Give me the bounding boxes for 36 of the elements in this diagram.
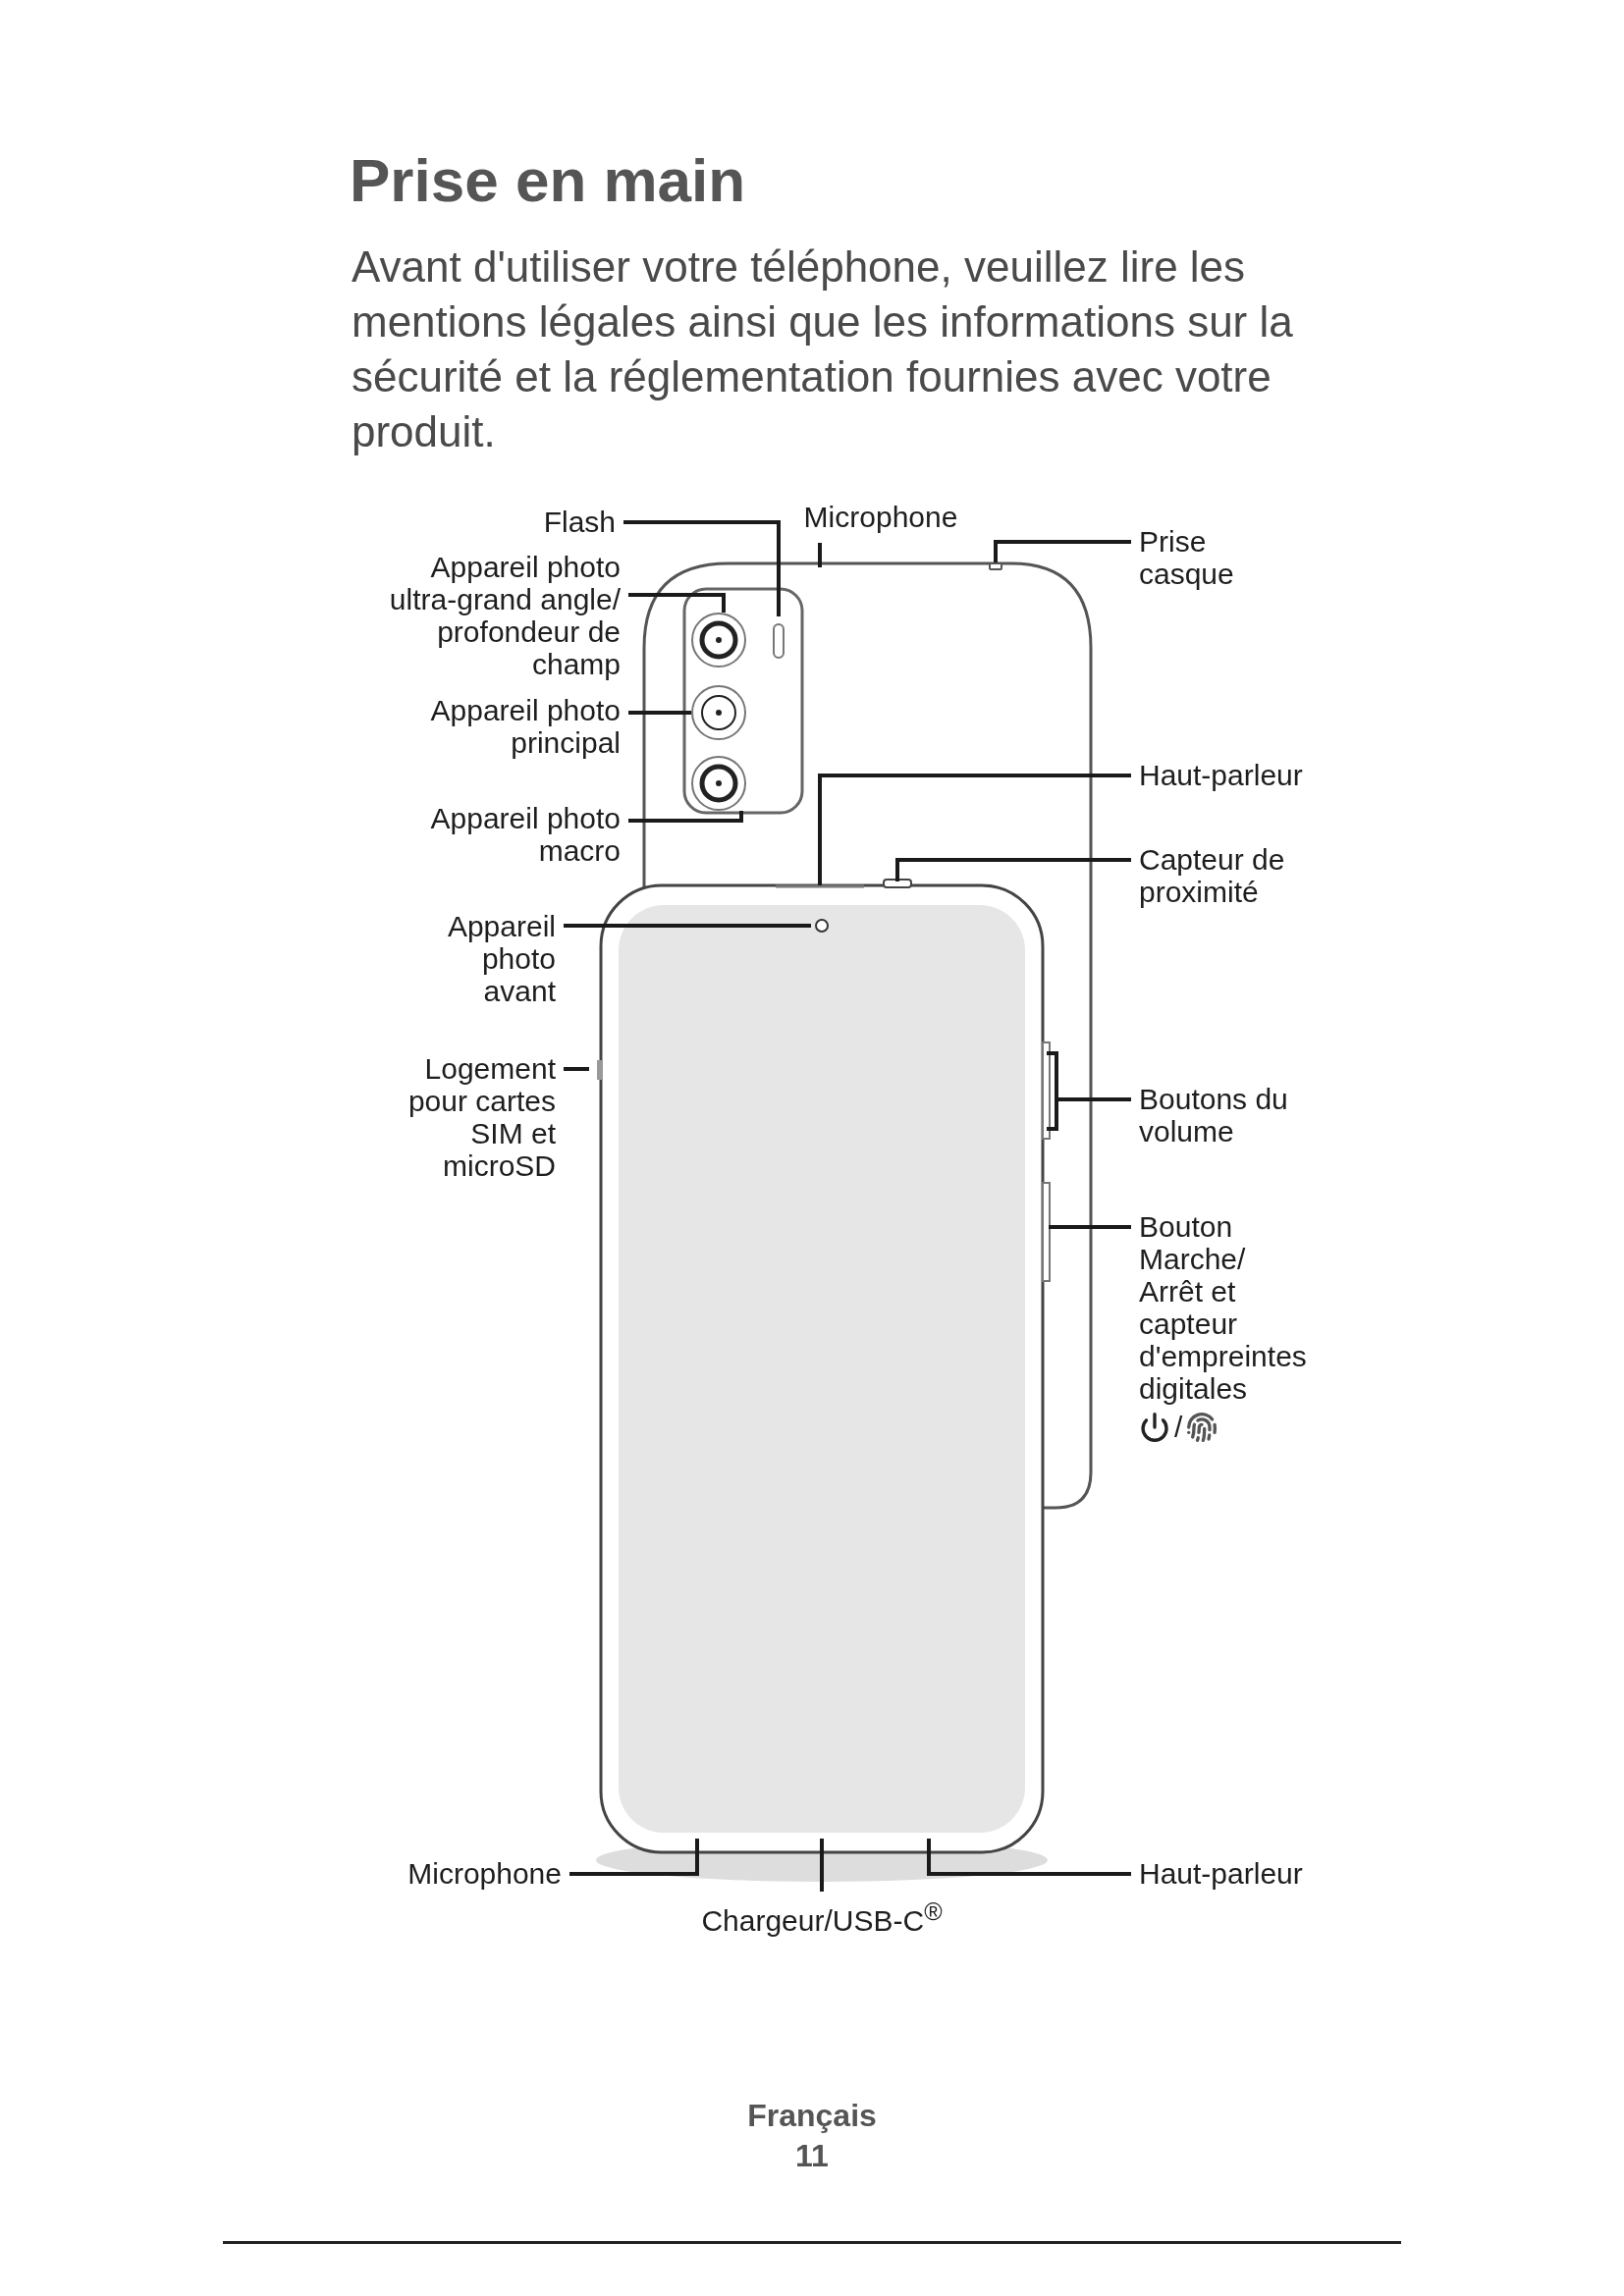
leader-line — [569, 1839, 699, 1876]
leader-line — [818, 774, 1131, 885]
leader-line — [895, 858, 1131, 881]
part-label: Capteur de proximité — [1139, 843, 1286, 908]
intro-paragraph: Avant d'utiliser votre téléphone, veuillez lire les mentions légales ainsi que les informations sur la sécurité et la réglementation fournies avec votre produit. — [352, 241, 1294, 457]
part-label: Microphone — [407, 1857, 562, 1890]
part-label: Bouton Marche/ Arrêt et capteur d'empreintes digitales — [1139, 1210, 1304, 1405]
leader-line — [623, 520, 781, 616]
leader-line — [564, 1067, 589, 1071]
leader-line — [1045, 1051, 1133, 1131]
part-label: Appareil photo principal — [429, 694, 621, 759]
leader-line — [820, 1839, 824, 1892]
part-label: Flash — [543, 506, 616, 538]
part-label: Haut-parleur — [1139, 759, 1303, 791]
page-title: Prise en main — [350, 147, 746, 215]
part-label: Boutons du volume — [1139, 1083, 1289, 1148]
part-label: Appareil photo macro — [429, 802, 621, 867]
language-label: Français — [747, 2098, 877, 2134]
leader-line — [628, 711, 691, 715]
leader-line — [927, 1839, 1131, 1876]
leader-line — [1049, 1225, 1131, 1229]
leader-line — [818, 543, 822, 567]
page-number: 11 — [795, 2138, 829, 2174]
part-label: Haut-parleur — [1139, 1857, 1303, 1890]
part-label: Chargeur/USB-C$^{®}$ — [701, 1896, 943, 1937]
leader-line — [564, 924, 811, 928]
part-label: Logement pour cartes SIM et microSD — [406, 1052, 556, 1182]
leader-line — [628, 811, 743, 823]
part-label: Prise casque — [1139, 525, 1235, 590]
headphone-jack — [989, 562, 1002, 570]
leader-line — [628, 593, 726, 613]
leader-line — [994, 540, 1131, 562]
part-label: Appareil photo ultra-grand angle/ profondeur de champ — [388, 551, 621, 680]
part-label: Microphone — [803, 501, 958, 533]
part-label: Appareil photo avant — [446, 910, 556, 1007]
separator: / — [1174, 1411, 1183, 1443]
